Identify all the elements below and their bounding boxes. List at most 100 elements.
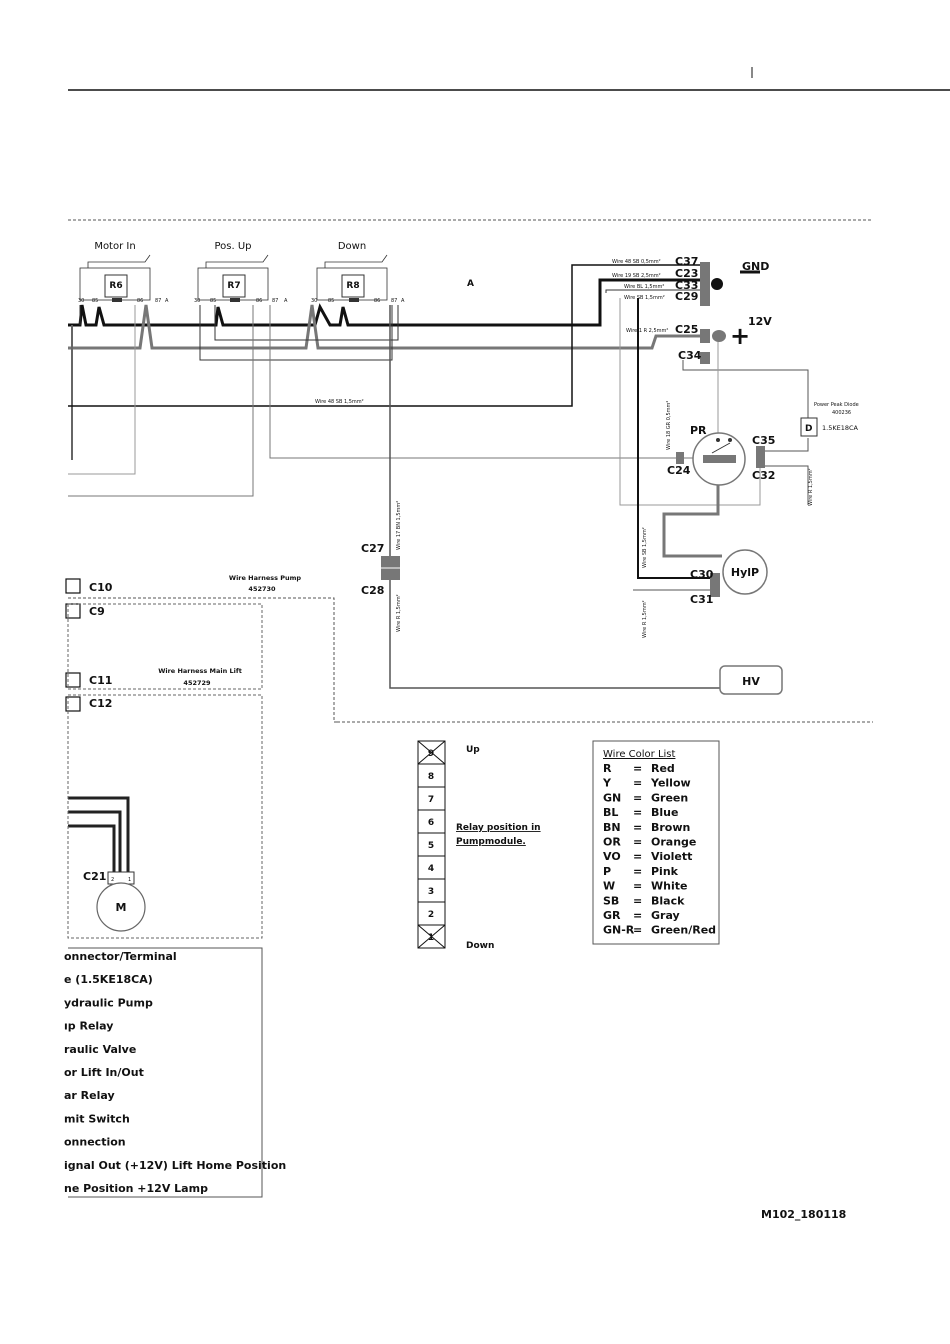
svg-text:Up: Up bbox=[466, 745, 480, 755]
relay-R7: Pos. Up R7 30 85 86 87 A bbox=[194, 241, 288, 304]
svg-text:Wire 48 SB 0,5mm²: Wire 48 SB 0,5mm² bbox=[612, 259, 661, 265]
legend-item: ıp Relay bbox=[64, 1020, 113, 1033]
svg-text:C25: C25 bbox=[675, 323, 698, 336]
color-name: Gray bbox=[651, 909, 680, 922]
svg-text:Wire 18 GR 0,5mm²: Wire 18 GR 0,5mm² bbox=[666, 401, 672, 450]
connector-c35-c32: C35 C32 bbox=[752, 434, 775, 482]
left-connectors: C10 C9 C11 C12 bbox=[65, 578, 113, 712]
connector-c27-c28: C27 C28 bbox=[361, 542, 400, 597]
equals-sign: = bbox=[633, 821, 642, 834]
drawing-code: M102_180118 bbox=[761, 1208, 846, 1221]
legend-item: or Lift In/Out bbox=[64, 1066, 144, 1079]
svg-text:30: 30 bbox=[311, 298, 317, 304]
color-name: Yellow bbox=[650, 777, 691, 790]
legend-item: onnector/Terminal bbox=[64, 950, 177, 963]
harness-labels: Wire Harness Pump 452730 Wire Harness Ma… bbox=[158, 574, 301, 687]
color-name: Green bbox=[651, 791, 688, 804]
svg-text:452730: 452730 bbox=[248, 585, 276, 593]
wires bbox=[68, 264, 809, 872]
relay-slot-4: 4 bbox=[428, 864, 434, 874]
color-code: GN-R bbox=[603, 924, 635, 937]
svg-text:1.5KE18CA: 1.5KE18CA bbox=[822, 424, 859, 432]
svg-text:Pumpmodule.: Pumpmodule. bbox=[456, 837, 526, 847]
svg-text:C30: C30 bbox=[690, 568, 714, 581]
legend-item: ydraulic Pump bbox=[64, 996, 153, 1009]
color-code: P bbox=[603, 865, 611, 878]
relay-slot-2: 2 bbox=[428, 910, 434, 920]
legend-item: mit Switch bbox=[64, 1112, 130, 1125]
color-list-title: Wire Color List bbox=[603, 749, 676, 760]
color-code: VO bbox=[603, 850, 621, 863]
gnd-label: GND bbox=[742, 260, 769, 273]
svg-text:2: 2 bbox=[111, 877, 114, 883]
svg-text:86: 86 bbox=[256, 298, 262, 304]
relay-id: R8 bbox=[346, 281, 359, 291]
svg-text:A: A bbox=[165, 298, 169, 304]
pressure-relay-pr: PR bbox=[690, 424, 746, 486]
svg-text:C34: C34 bbox=[678, 349, 702, 362]
svg-text:Wire R 1,5mm²: Wire R 1,5mm² bbox=[642, 600, 648, 638]
relay-id: R6 bbox=[109, 281, 122, 291]
power-peak-diode: D Power Peak Diode 400236 1.5KE18CA bbox=[800, 402, 859, 437]
relay-slot-1: 1 bbox=[428, 933, 434, 943]
connector-c34: C34 bbox=[678, 349, 710, 364]
legend-item: ignal Out (+12V) Lift Home Position bbox=[64, 1159, 286, 1172]
svg-text:D: D bbox=[805, 424, 812, 434]
color-code: BN bbox=[603, 821, 621, 834]
legend-item: onnection bbox=[64, 1136, 126, 1149]
svg-text:Down: Down bbox=[466, 941, 494, 951]
svg-text:400236: 400236 bbox=[832, 410, 851, 416]
equals-sign: = bbox=[633, 894, 642, 907]
legend-item: raulic Valve bbox=[64, 1043, 136, 1056]
relay-title: Pos. Up bbox=[214, 241, 251, 252]
equals-sign: = bbox=[633, 850, 642, 863]
color-code: R bbox=[603, 762, 612, 775]
svg-text:85: 85 bbox=[328, 298, 334, 304]
svg-text:C10: C10 bbox=[89, 581, 113, 594]
power-12v-connector: + 12V C25 bbox=[675, 315, 772, 350]
svg-text:85: 85 bbox=[210, 298, 216, 304]
equals-sign: = bbox=[633, 806, 642, 819]
svg-text:C21: C21 bbox=[83, 870, 106, 883]
color-code: GN bbox=[603, 791, 621, 804]
svg-text:85: 85 bbox=[92, 298, 98, 304]
svg-text:C11: C11 bbox=[89, 674, 112, 687]
color-code: W bbox=[603, 880, 615, 893]
svg-text:PR: PR bbox=[690, 424, 707, 437]
equals-sign: = bbox=[633, 762, 642, 775]
svg-text:Wire R 1,5mm²: Wire R 1,5mm² bbox=[808, 468, 814, 506]
equals-sign: = bbox=[633, 909, 642, 922]
svg-text:A: A bbox=[401, 298, 405, 304]
relay-slot-5: 5 bbox=[428, 841, 434, 851]
color-name: Black bbox=[651, 894, 685, 907]
color-code: SB bbox=[603, 894, 619, 907]
svg-text:C28: C28 bbox=[361, 584, 384, 597]
svg-text:C23: C23 bbox=[675, 267, 698, 280]
relay-title: Down bbox=[338, 241, 366, 252]
wire-labels: Wire 48 SB 0,5mm² Wire 19 SB 2,5mm² Wire… bbox=[315, 259, 814, 638]
svg-text:Wire BL 1,5mm²: Wire BL 1,5mm² bbox=[624, 284, 664, 290]
color-code: BL bbox=[603, 806, 618, 819]
svg-text:HV: HV bbox=[742, 675, 760, 688]
relay-slot-3: 3 bbox=[428, 887, 434, 897]
equals-sign: = bbox=[633, 880, 642, 893]
svg-text:87: 87 bbox=[391, 298, 397, 304]
svg-text:Wire 48 SB 1,5mm²: Wire 48 SB 1,5mm² bbox=[315, 399, 364, 405]
svg-text:C27: C27 bbox=[361, 542, 384, 555]
svg-text:C32: C32 bbox=[752, 469, 775, 482]
svg-text:Wire 1 R 2,5mm²: Wire 1 R 2,5mm² bbox=[626, 328, 668, 334]
relay-slot-7: 7 bbox=[428, 795, 434, 805]
connector-c24: C24 bbox=[667, 452, 691, 477]
motor-m: 2 1 M C21 bbox=[83, 870, 146, 932]
svg-text:Wire R 1,5mm²: Wire R 1,5mm² bbox=[396, 594, 402, 632]
svg-text:C35: C35 bbox=[752, 434, 775, 447]
color-name: Brown bbox=[651, 821, 690, 834]
relay-slot-6: 6 bbox=[428, 818, 434, 828]
color-name: Blue bbox=[651, 806, 678, 819]
harness-boxes bbox=[67, 603, 263, 939]
svg-text:452729: 452729 bbox=[183, 679, 211, 687]
color-name: Pink bbox=[651, 865, 679, 878]
legend-item: ne Position +12V Lamp bbox=[64, 1182, 208, 1195]
